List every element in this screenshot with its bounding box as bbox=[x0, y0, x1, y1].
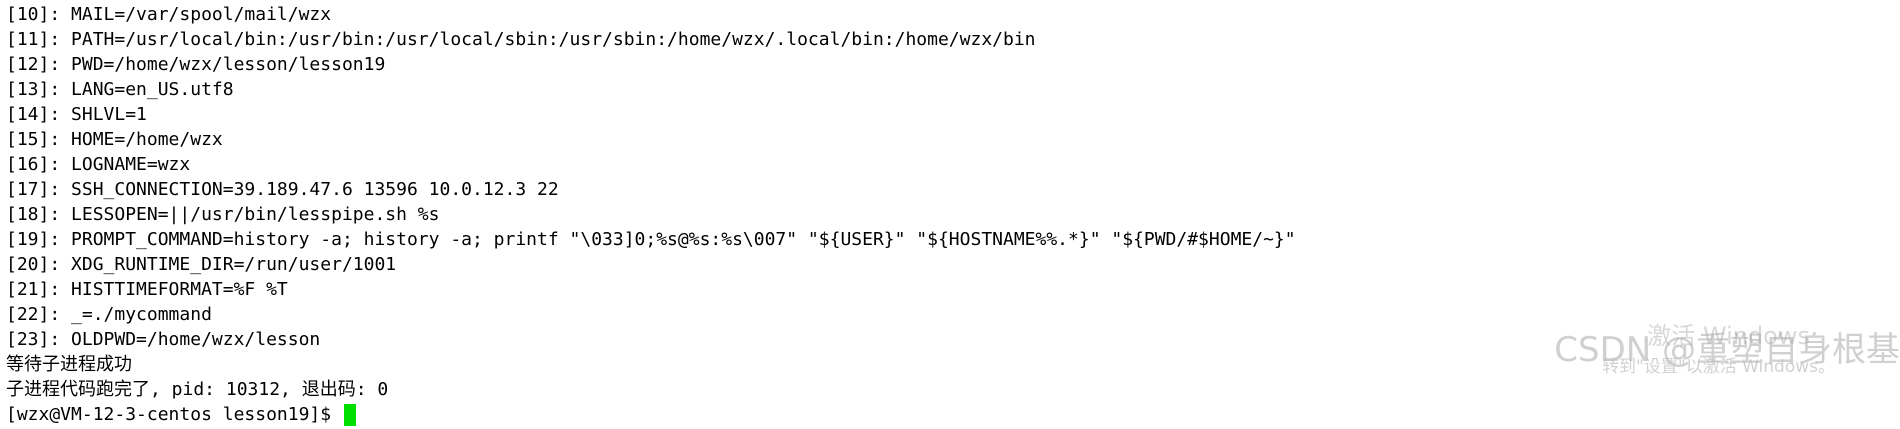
activate-windows-subtitle: 转到"设置"以激活 Windows。 bbox=[1602, 357, 1835, 377]
terminal-line: [19]: PROMPT_COMMAND=history -a; history… bbox=[6, 229, 1296, 250]
terminal-line: [11]: PATH=/usr/local/bin:/usr/bin:/usr/… bbox=[6, 29, 1036, 50]
terminal-line: [10]: MAIL=/var/spool/mail/wzx bbox=[6, 4, 332, 25]
terminal-line: [21]: HISTTIMEFORMAT=%F %T bbox=[6, 279, 288, 300]
activate-windows-title: 激活 Windows bbox=[1647, 322, 1810, 350]
terminal-line: [18]: LESSOPEN=||/usr/bin/lesspipe.sh %s bbox=[6, 204, 440, 225]
terminal-line: [17]: SSH_CONNECTION=39.189.47.6 13596 1… bbox=[6, 179, 559, 200]
terminal-output-line: 子进程代码跑完了, pid: 10312, 退出码: 0 bbox=[6, 379, 389, 400]
terminal-line: [13]: LANG=en_US.utf8 bbox=[6, 79, 234, 100]
terminal-line: [22]: _=./mycommand bbox=[6, 304, 212, 325]
shell-prompt: [wzx@VM-12-3-centos lesson19]$ bbox=[6, 404, 342, 425]
csdn-watermark: CSDN @重塑自身根基 bbox=[1554, 330, 1900, 370]
terminal-prompt-line[interactable]: [wzx@VM-12-3-centos lesson19]$ bbox=[6, 402, 1900, 427]
terminal-output-line: 等待子进程成功 bbox=[6, 354, 132, 375]
terminal-line: [16]: LOGNAME=wzx bbox=[6, 154, 191, 175]
terminal-line: [20]: XDG_RUNTIME_DIR=/run/user/1001 bbox=[6, 254, 397, 275]
terminal-cursor bbox=[343, 403, 356, 426]
terminal-line: [15]: HOME=/home/wzx bbox=[6, 129, 223, 150]
terminal-line: [14]: SHLVL=1 bbox=[6, 104, 147, 125]
terminal-line: [23]: OLDPWD=/home/wzx/lesson bbox=[6, 329, 321, 350]
terminal-line: [12]: PWD=/home/wzx/lesson/lesson19 bbox=[6, 54, 386, 75]
